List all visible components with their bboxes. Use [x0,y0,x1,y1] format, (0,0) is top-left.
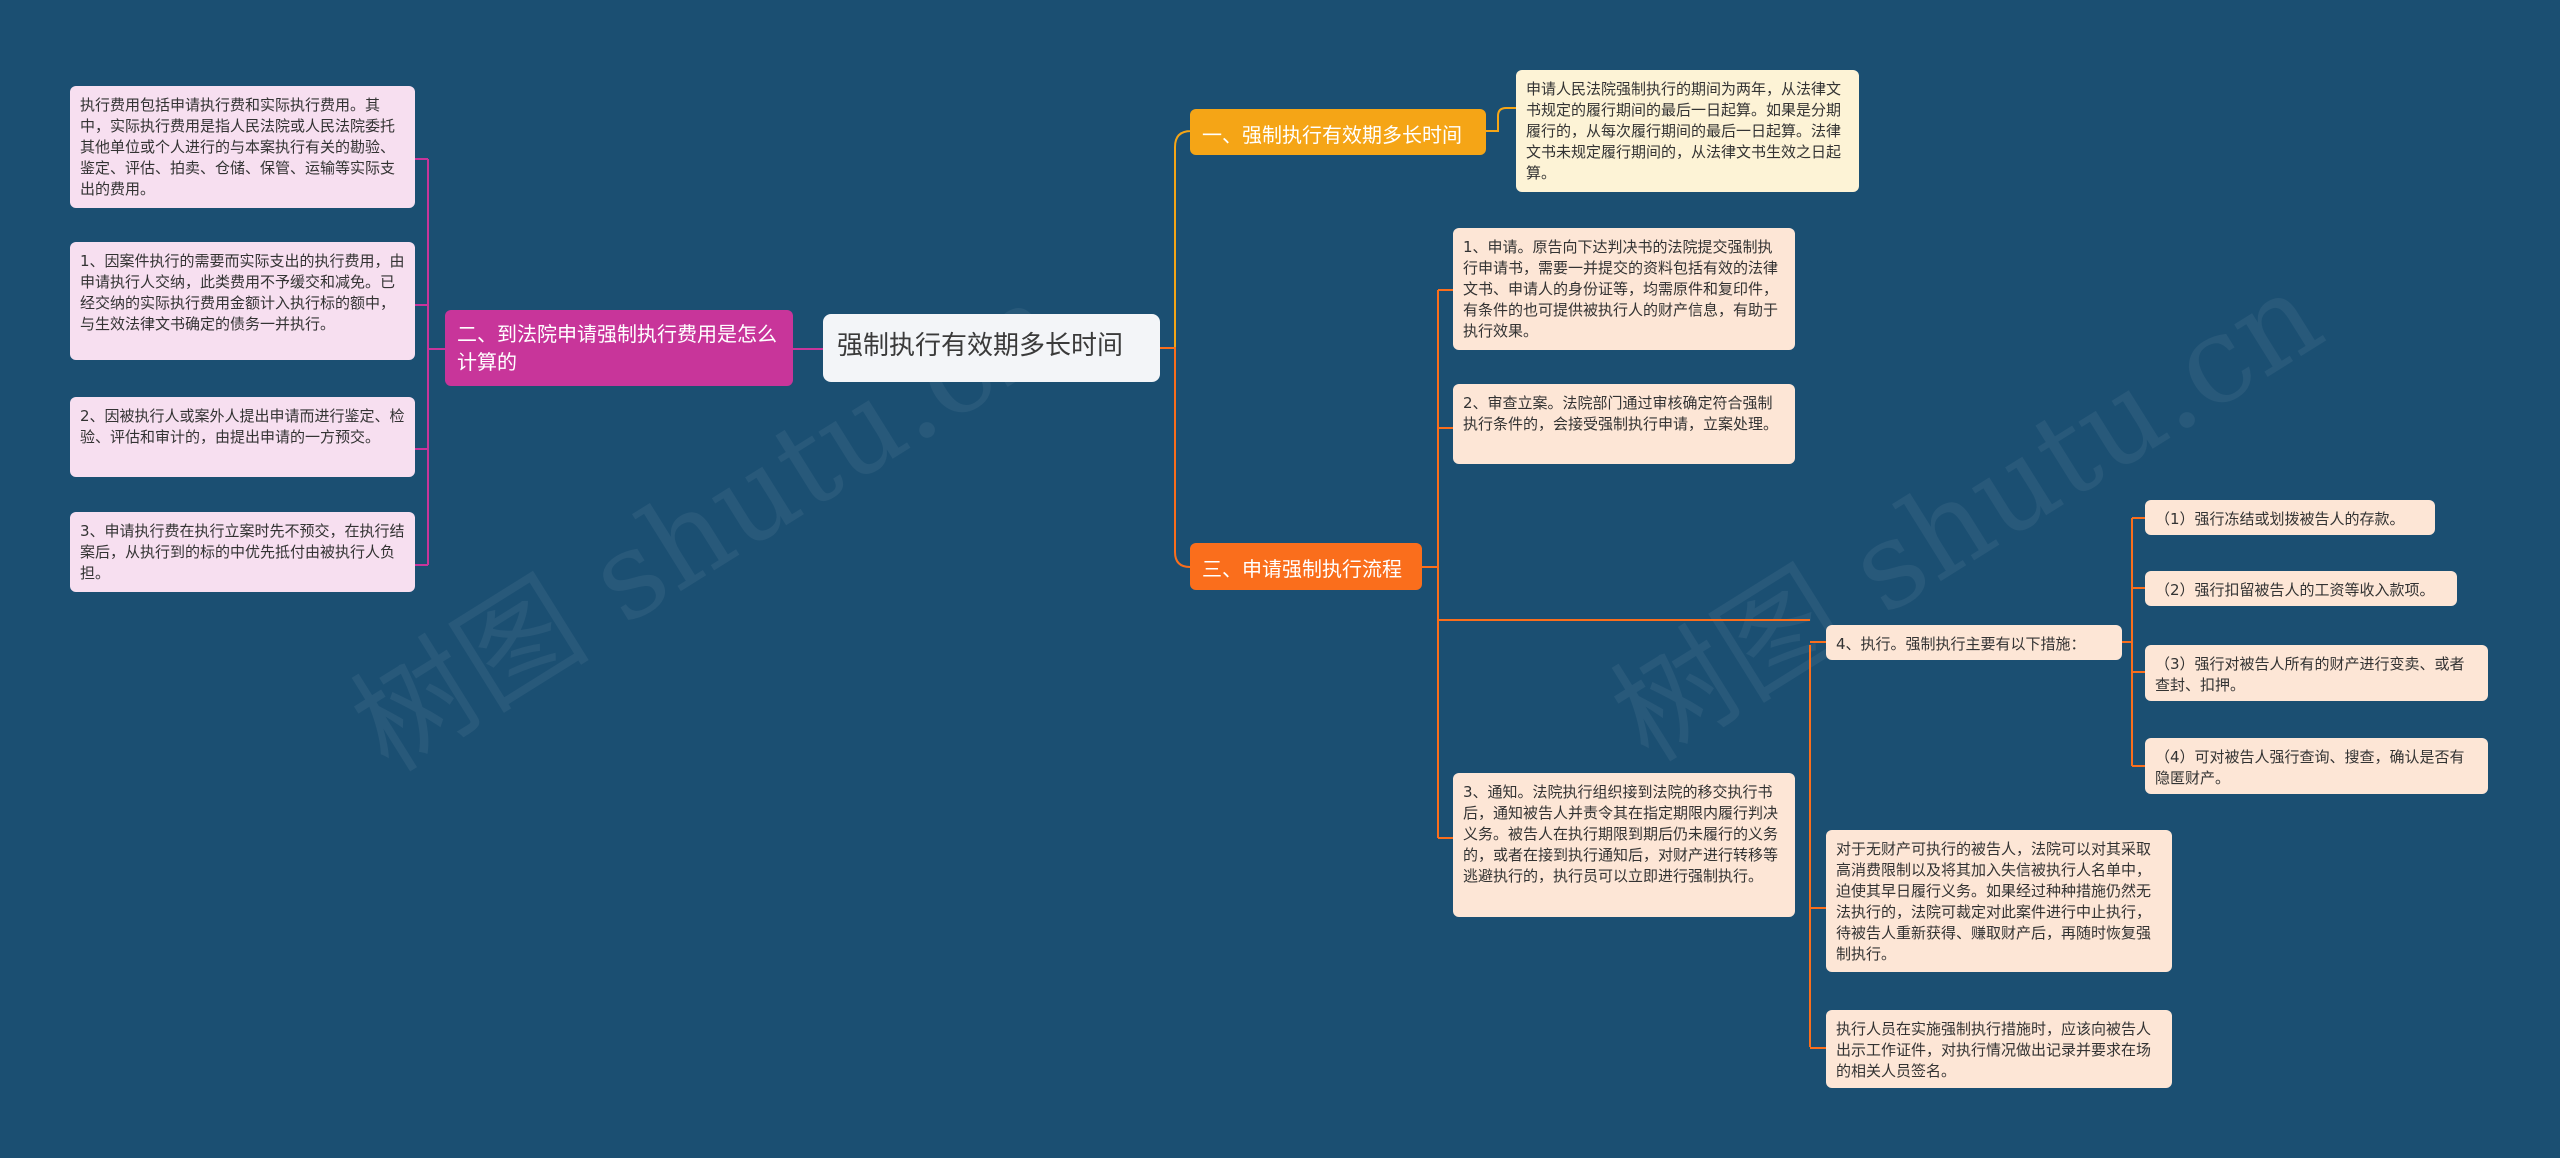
leaf-step-review[interactable]: 2、审查立案。法院部门通过审核确定符合强制执行条件的，会接受强制执行申请，立案处… [1453,384,1795,464]
link-b1-leaf [1486,107,1516,132]
leaf-fee-item-1[interactable]: 1、因案件执行的需要而实际支出的执行费用，由申请执行人交纳，此类费用不予缓交和减… [70,242,415,360]
leaf-step-execute[interactable]: 4、执行。强制执行主要有以下措施： [1826,625,2122,660]
leaf-step-apply[interactable]: 1、申请。原告向下达判决书的法院提交强制执行申请书，需要一并提交的资料包括有效的… [1453,228,1795,350]
link-root-b1 [1160,130,1192,349]
leaf-measure-search[interactable]: （4）可对被告人强行查询、搜查，确认是否有隐匿财产。 [2145,738,2488,794]
link-root-b3 [1160,347,1191,568]
leaf-fee-definition[interactable]: 执行费用包括申请执行费和实际执行费用。其中，实际执行费用是指人民法院或人民法院委… [70,86,415,208]
leaf-officer-credentials[interactable]: 执行人员在实施强制执行措施时，应该向被告人出示工作证件，对执行情况做出记录并要求… [1826,1010,2172,1088]
leaf-fee-item-2[interactable]: 2、因被执行人或案外人提出申请而进行鉴定、检验、评估和审计的，由提出申请的一方预… [70,397,415,477]
leaf-no-property[interactable]: 对于无财产可执行的被告人，法院可以对其采取高消费限制以及将其加入失信被执行人名单… [1826,830,2172,972]
leaf-measure-seize-property[interactable]: （3）强行对被告人所有的财产进行变卖、或者查封、扣押。 [2145,645,2488,701]
branch-enforcement-process[interactable]: 三、申请强制执行流程 [1190,543,1422,590]
root-topic[interactable]: 强制执行有效期多长时间 [823,314,1160,382]
branch-fee-calculation[interactable]: 二、到法院申请强制执行费用是怎么计算的 [445,310,793,386]
leaf-measure-withhold-wages[interactable]: （2）强行扣留被告人的工资等收入款项。 [2145,571,2457,606]
leaf-step-notice[interactable]: 3、通知。法院执行组织接到法院的移交执行书后，通知被告人并责令其在指定期限内履行… [1453,773,1795,917]
branch-validity-period[interactable]: 一、强制执行有效期多长时间 [1190,109,1486,155]
leaf-validity-period-detail[interactable]: 申请人民法院强制执行的期间为两年，从法律文书规定的履行期间的最后一日起算。如果是… [1516,70,1859,192]
leaf-measure-freeze[interactable]: （1）强行冻结或划拨被告人的存款。 [2145,500,2435,535]
leaf-fee-item-3[interactable]: 3、申请执行费在执行立案时先不预交，在执行结案后，从执行到的标的中优先抵付由被执… [70,512,415,592]
